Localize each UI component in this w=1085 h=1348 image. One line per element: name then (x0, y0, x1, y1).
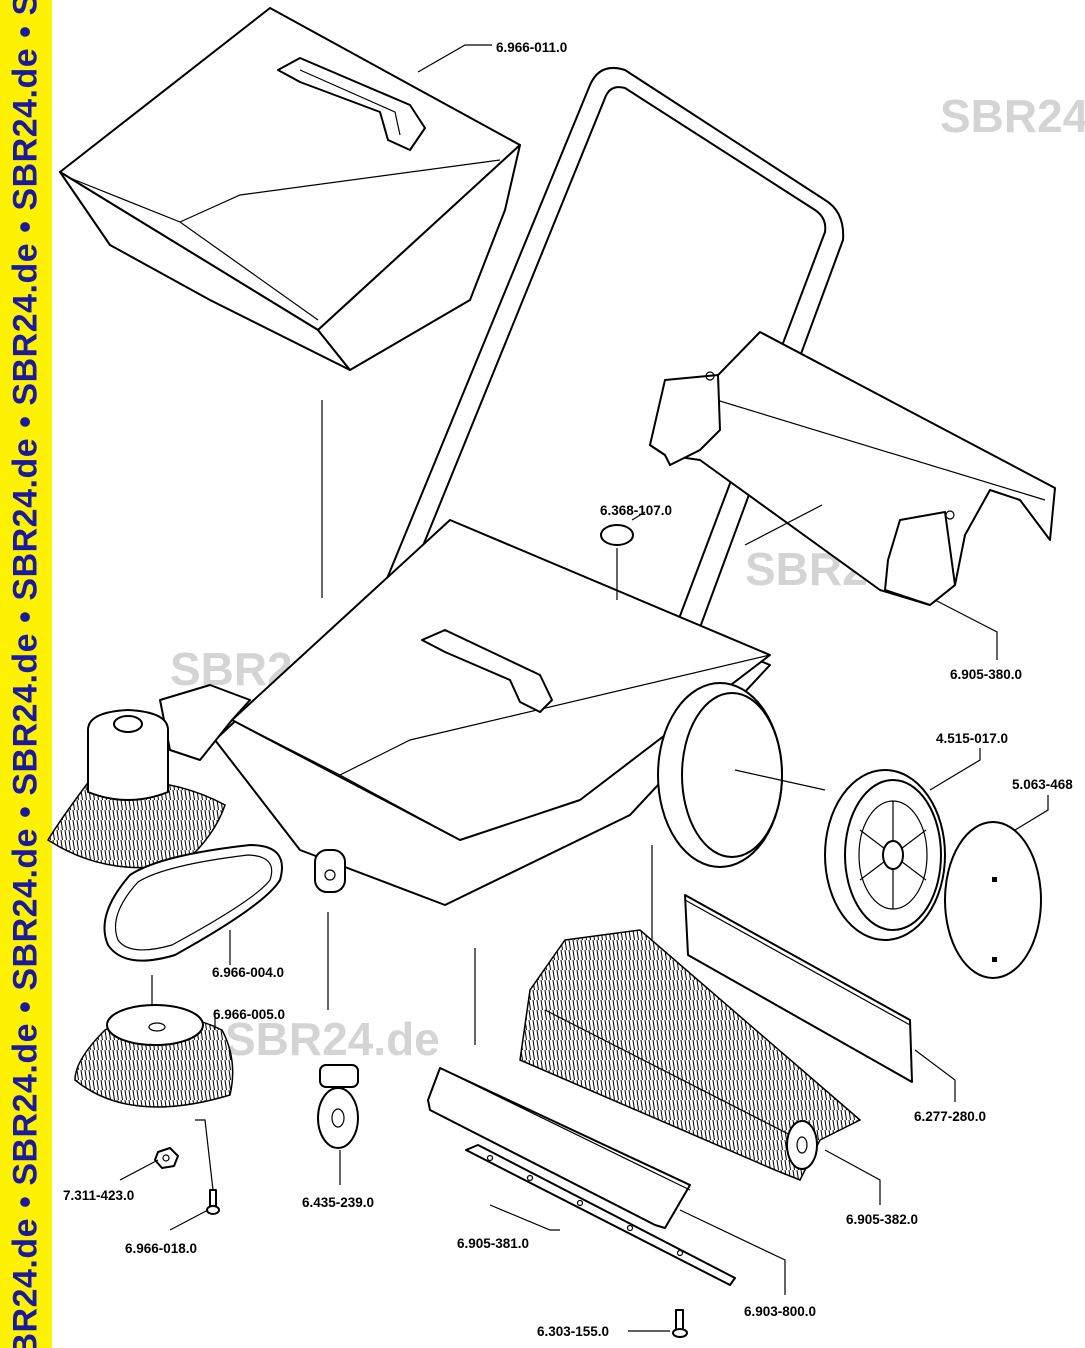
small-screw-part (206, 1189, 220, 1215)
hopper-lid-part (59, 7, 521, 371)
skirt-bar-part (465, 1144, 736, 1286)
roller-brush-part (519, 929, 862, 1181)
label-cap: 6.368-107.0 (600, 503, 672, 518)
label-roller-brush: 6.905-382.0 (846, 1212, 918, 1227)
label-bottom-screw: 6.303-155.0 (537, 1324, 609, 1339)
side-brush-part (74, 1004, 234, 1108)
nut-part (154, 1147, 179, 1169)
label-small-screw: 6.966-018.0 (125, 1241, 197, 1256)
mounted-wheel (657, 682, 783, 868)
label-sealing-strip: 6.277-280.0 (914, 1109, 986, 1124)
deflector-part (427, 1067, 691, 1229)
hub-cap-part (944, 821, 1042, 979)
caster-part (317, 1064, 359, 1149)
cap-part (600, 524, 634, 600)
label-hub-cap: 5.063-468 (1012, 777, 1073, 792)
label-hopper-lid: 6.966-011.0 (496, 40, 567, 55)
drive-belt-part (103, 844, 283, 962)
label-nut: 7.311-423.0 (63, 1188, 134, 1203)
watermark: SBR24.de (225, 1013, 440, 1065)
watermark: SBR24.de (940, 90, 1085, 142)
label-rear-cover: 6.905-380.0 (950, 667, 1022, 682)
rear-cover-part (649, 331, 1056, 606)
mounted-caster (314, 849, 346, 893)
bottom-screw-part (672, 1309, 688, 1338)
wheel-part (824, 769, 946, 941)
label-deflector: 6.905-381.0 (457, 1236, 529, 1251)
label-skirt-bar: 6.903-800.0 (744, 1304, 816, 1319)
label-side-brush: 6.966-005.0 (213, 1007, 285, 1022)
sweeper-body-part (159, 519, 771, 906)
label-wheel: 4.515-017.0 (936, 731, 1008, 746)
side-watermark-banner: SBR24.de • SBR24.de • SBR24.de • SBR24.d… (0, 0, 52, 1348)
label-drive-belt: 6.966-004.0 (212, 965, 284, 980)
sealing-strip-part (684, 894, 913, 1083)
label-caster: 6.435-239.0 (302, 1195, 374, 1210)
